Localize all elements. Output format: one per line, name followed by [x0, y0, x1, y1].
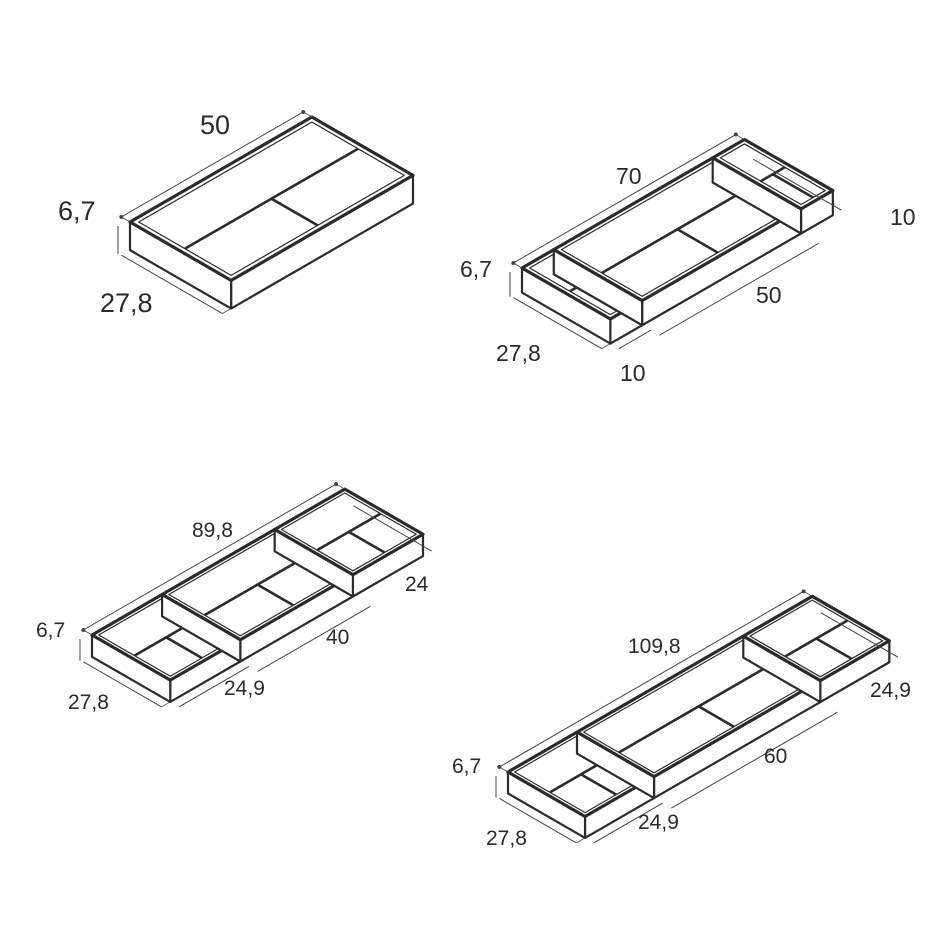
d3-side-dimension-line [353, 505, 432, 552]
d4-middle-label: 60 [764, 745, 788, 768]
d4-module-0-cross-divider [580, 773, 617, 796]
d1-height-label: 6,7 [58, 196, 96, 226]
d4-width-label: 109,8 [628, 635, 681, 658]
d2-middle-dimension-line [659, 243, 819, 336]
d4-middle-dimension-line [671, 711, 838, 809]
d2-depth-dimension-line [513, 297, 602, 350]
d2-module-2-top-rim [711, 137, 835, 211]
d1-width-tick-right [301, 110, 306, 114]
d4-module-1-front-panel [652, 679, 822, 800]
d3-module-2-inner-rim [280, 492, 417, 572]
d1-depth-label: 27,8 [100, 288, 153, 318]
d4-module-2-side-panel [742, 635, 822, 704]
d1-depth-dimension-line [121, 254, 223, 314]
d2-module-2-cross-divider [772, 173, 814, 199]
d3-module-2-top-rim [273, 487, 425, 577]
d1-width-dimension-line [121, 111, 304, 218]
d3-depth-ext [161, 701, 171, 708]
d1-module-0-top-rim [128, 115, 415, 282]
d3-side-label: 24 [405, 573, 429, 596]
d4-width-dimension-line [499, 590, 804, 768]
d3-width-dimension-line [83, 483, 337, 631]
d3-front-dimension-line [178, 666, 250, 708]
d4-height-label: 6,7 [452, 755, 482, 778]
d2-front-dimension-line [618, 329, 652, 350]
d1-module-0-cross-divider [270, 197, 319, 227]
d2-depth-ext [601, 343, 611, 349]
d4-depth-dimension-line [499, 798, 577, 844]
d3-width-tick-right [334, 482, 339, 487]
d4-depth-ext [576, 837, 586, 844]
d3-module-2-side-panel [273, 528, 355, 598]
d3-depth-label: 27,8 [68, 691, 109, 714]
d4-width-tick-left [497, 765, 502, 769]
d2-width-tick-right [733, 132, 738, 137]
d2-height-label: 6,7 [460, 256, 492, 282]
d4-module-2-cross-divider [815, 637, 853, 660]
d3-front-label: 24,9 [224, 677, 265, 700]
d4-module-2-top-rim [741, 594, 891, 683]
d2-side-dimension-line [752, 158, 842, 211]
d2-middle-label: 50 [756, 282, 782, 308]
d3-module-1-cross-divider [256, 583, 294, 607]
d2-width-label: 70 [616, 163, 642, 189]
d1-width-label: 50 [200, 110, 231, 140]
d4-side-dimension-line [820, 612, 899, 658]
d3-depth-dimension-line [83, 661, 162, 708]
d3-width-label: 89,8 [192, 519, 233, 542]
d4-front-dimension-line [593, 802, 663, 844]
d2-width-dimension-line [513, 134, 737, 264]
d4-module-1-side-panel [575, 731, 656, 800]
d1-module-0-inner-rim [138, 121, 405, 276]
d3-height-label: 6,7 [36, 619, 66, 642]
d3-module-0-cross-divider [165, 636, 203, 660]
d3-module-1-side-panel [160, 593, 242, 663]
d2-depth-label: 27,8 [496, 340, 541, 366]
d2-front-label: 10 [620, 360, 646, 386]
d3-middle-dimension-line [257, 606, 371, 672]
d4-depth-label: 27,8 [486, 827, 527, 850]
d2-width-tick-left [511, 261, 516, 265]
d4-module-2-inner-rim [749, 599, 884, 678]
d3-width-tick-left [81, 628, 86, 632]
d3-module-2-cross-divider [348, 530, 386, 554]
d1-module-0-front-panel [230, 174, 415, 310]
d2-module-1-cross-divider [676, 228, 719, 254]
d2-module-2-inner-rim [719, 143, 826, 206]
d4-front-label: 24,9 [638, 811, 679, 834]
d2-module-2-front-panel [799, 189, 834, 235]
d3-middle-label: 40 [326, 626, 350, 649]
d1-depth-ext [222, 308, 232, 314]
d4-side-label: 24,9 [870, 679, 911, 702]
d2-side-depth-label: 10 [890, 204, 916, 230]
d4-module-1-cross-divider [698, 705, 735, 728]
d4-width-tick-right [801, 589, 806, 594]
d1-width-tick-left [119, 215, 124, 219]
